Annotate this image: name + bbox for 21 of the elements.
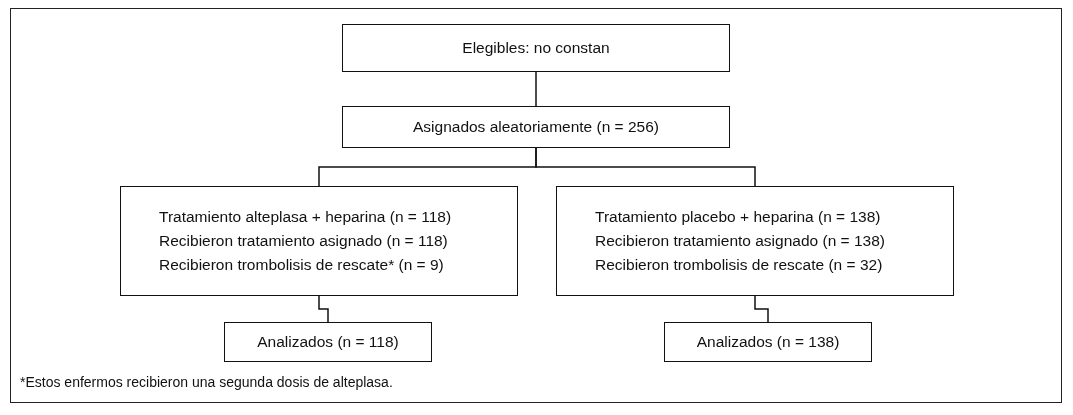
process-box (342, 106, 730, 148)
box-text: Tratamiento alteplasa + heparina (n = 118) (159, 207, 452, 227)
connector-line (535, 147, 756, 187)
process-box (342, 24, 730, 72)
box-text: Analizados (n = 138) (696, 332, 840, 352)
box-text: Analizados (n = 118) (257, 332, 399, 352)
box-text: Recibieron trombolisis de rescate (n = 32) (595, 255, 883, 275)
connector-line (535, 71, 537, 107)
connector-line (754, 295, 769, 323)
box-text: Asignados aleatoriamente (n = 256) (413, 117, 659, 137)
box-text: Tratamiento placebo + heparina (n = 138) (595, 207, 881, 227)
process-box (664, 322, 872, 362)
footnote: *Estos enfermos recibieron una segunda dosis de alteplasa. (20, 374, 393, 390)
box-text: Recibieron tratamiento asignado (n = 118) (159, 231, 448, 251)
connector-line (318, 295, 329, 323)
box-text: Recibieron trombolisis de rescate* (n = 9) (159, 255, 444, 275)
box-text: Elegibles: no constan (462, 38, 610, 58)
box-text: Recibieron tratamiento asignado (n = 138) (595, 231, 885, 251)
process-box (224, 322, 432, 362)
process-box (556, 186, 954, 296)
process-box (120, 186, 518, 296)
